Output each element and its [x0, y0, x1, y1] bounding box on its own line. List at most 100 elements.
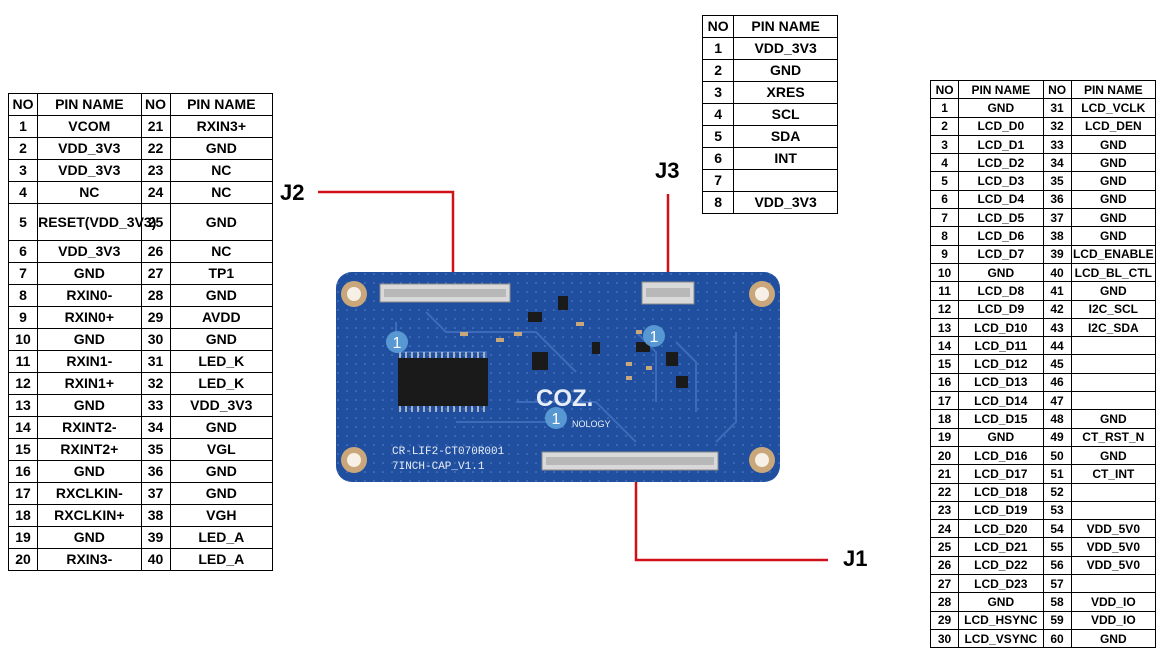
pin-name-cell: LCD_D17 — [958, 464, 1044, 484]
pin-name-cell: LCD_D13 — [958, 372, 1044, 393]
pin-number-cell: 17 — [929, 391, 960, 411]
pin-number-cell: 20 — [7, 548, 39, 571]
pin-name-cell: GND — [1070, 153, 1157, 173]
pin-name-cell: LCD_HSYNC — [958, 610, 1044, 630]
pin-number-cell: 35 — [1042, 171, 1072, 191]
pin-name-cell: VDD_3V3 — [37, 137, 142, 160]
mounting-hole — [341, 447, 367, 473]
pin1-marker-j3: 1 — [643, 325, 665, 347]
pin-name-cell: GND — [958, 262, 1044, 283]
table-header-row: NO PIN NAME NO PIN NAME — [7, 93, 274, 116]
pin1-marker-j1: 1 — [545, 407, 567, 429]
pin-name-cell: XRES — [733, 81, 838, 104]
pin-name-cell: LED_K — [169, 372, 274, 395]
pin-number-cell: 15 — [7, 438, 39, 461]
pin-name-cell: GND — [733, 59, 838, 82]
pin-name-cell: RXINT2+ — [37, 438, 142, 461]
pin-name-cell: GND — [37, 262, 142, 285]
pin-name-cell: RXIN1+ — [37, 372, 142, 395]
pin-number-cell: 37 — [140, 482, 171, 505]
pcb-board: COZ. NOLOGY CR-LIF2-CT070R001 7INCH-CAP_… — [336, 272, 780, 482]
svg-text:1: 1 — [393, 335, 402, 352]
j1-connector — [541, 451, 719, 471]
svg-text:1: 1 — [650, 329, 659, 346]
pin-name-cell: LCD_D4 — [958, 189, 1044, 210]
j2-connector — [379, 283, 511, 303]
pin-name-cell: GND — [1070, 226, 1157, 246]
pin-name-cell: GND — [1070, 628, 1157, 649]
pin-number-cell: 10 — [7, 328, 39, 351]
pin-number-cell: 60 — [1042, 628, 1072, 649]
j1-leader-line — [634, 482, 828, 562]
pin-name-cell: CT_INT — [1070, 464, 1157, 484]
pin-name-cell: LCD_D1 — [958, 134, 1044, 155]
silk-line-1: CR-LIF2-CT070R001 — [392, 446, 505, 458]
pin-number-cell: 21 — [140, 115, 171, 138]
mounting-hole — [749, 447, 775, 473]
pin-name-cell: RXIN0+ — [37, 306, 142, 329]
pin-name-cell: LCD_D16 — [958, 445, 1044, 466]
j1-label: J1 — [843, 546, 868, 571]
j3-label: J3 — [655, 158, 680, 183]
pin-name-cell: TP1 — [169, 262, 274, 285]
pin-number-cell: 24 — [929, 519, 960, 539]
pin-name-cell: LCD_VSYNC — [958, 628, 1044, 649]
pin-name-cell: VDD_3V3 — [733, 191, 838, 214]
j3-connector — [641, 281, 695, 305]
pin-name-cell: GND — [169, 203, 274, 241]
pin-name-cell: LCD_D15 — [958, 409, 1044, 429]
header-no: NO — [701, 15, 735, 38]
pin-name-cell: VDD_5V0 — [1070, 555, 1157, 576]
pin-number-cell: 40 — [140, 548, 171, 571]
pin-number-cell: 13 — [7, 394, 39, 417]
pin-name-cell: LCD_VCLK — [1070, 98, 1157, 118]
pin-name-cell: RXIN3- — [37, 548, 142, 571]
header-no: NO — [929, 79, 960, 100]
pin-number-cell: 51 — [1042, 464, 1072, 484]
silk-line-2: 7INCH-CAP_V1.1 — [392, 461, 485, 473]
pin-number-cell: 14 — [7, 416, 39, 439]
pin-name-cell: VDD_5V0 — [1070, 519, 1157, 539]
pin-number-cell: 52 — [1042, 482, 1072, 502]
pin-number-cell: 31 — [140, 350, 171, 373]
pin-number-cell: 8 — [701, 191, 735, 214]
pin-name-cell: GND — [169, 328, 274, 351]
pin-number-cell: 33 — [1042, 134, 1072, 155]
pin-name-cell: LCD_D23 — [958, 574, 1044, 594]
pin-number-cell: 16 — [929, 372, 960, 393]
pin-name-cell: RXCLKIN- — [37, 482, 142, 505]
pin-number-cell: 11 — [929, 281, 960, 301]
header-no: NO — [7, 93, 39, 116]
pin-name-cell: VGL — [169, 438, 274, 461]
pin-name-cell: VDD_3V3 — [169, 394, 274, 417]
pin-number-cell: 12 — [929, 299, 960, 319]
ic-chip — [398, 352, 488, 412]
pin-name-cell: LCD_D12 — [958, 354, 1044, 374]
mounting-hole — [749, 281, 775, 307]
j2-label: J2 — [280, 180, 305, 205]
pin-name-cell: LCD_ENABLE — [1070, 244, 1157, 264]
pin-name-cell: NC — [37, 181, 142, 204]
